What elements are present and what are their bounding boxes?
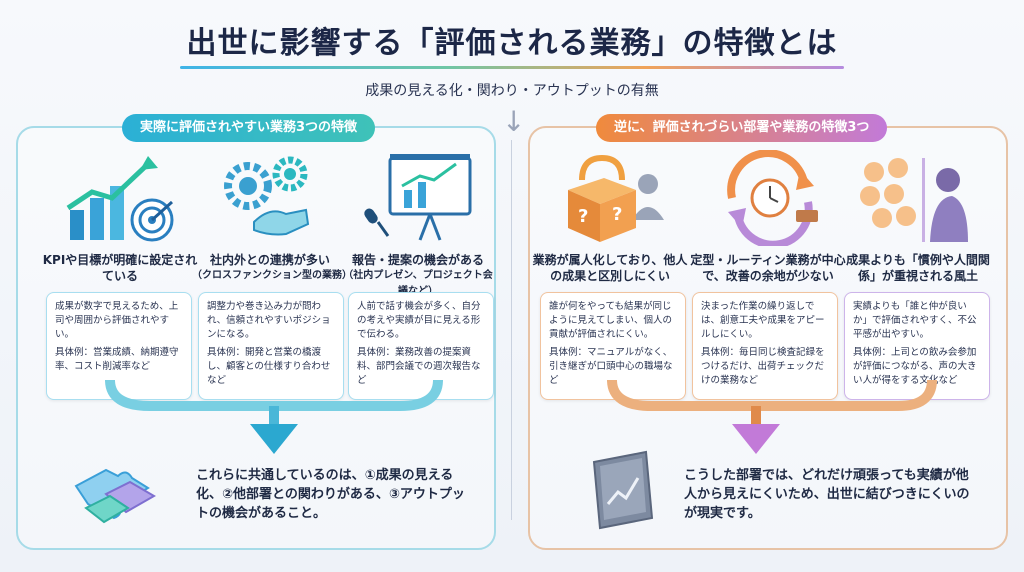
left-item-1-title: KPIや目標が明確に設定されている xyxy=(42,252,198,284)
right-card-3: 実績よりも「誰と仲が良いか」で評価されやすく、不公平感が出やすい。 具体例：上司… xyxy=(844,292,990,400)
left-item-3-title: 報告・提案の機会がある （社内プレゼン、プロジェクト会議など） xyxy=(340,252,496,300)
left-card-3: 人前で話す機会が多く、自分の考えや実績が目に見える形で伝わる。 具体例：業務改善… xyxy=(348,292,494,400)
left-item-2-title-text: 社内外との連携が多い xyxy=(210,253,330,267)
left-card-3-body: 人前で話す機会が多く、自分の考えや実績が目に見える形で伝わる。 xyxy=(357,301,481,340)
right-item-1-title: 業務が属人化しており、他人の成果と区別しにくい xyxy=(532,252,688,284)
kpi-growth-chart-icon xyxy=(60,150,180,246)
routine-cycle-icon xyxy=(712,149,832,249)
right-item-3-title: 成果よりも「慣例や人間関係」が重視される風土 xyxy=(840,252,996,284)
faces-and-thinker-icon xyxy=(852,150,972,246)
left-item-2-title: 社内外との連携が多い （クロスファンクション型の業務） xyxy=(192,252,352,284)
page-subtitle: 成果の見える化・関わり・アウトプットの有無 xyxy=(365,83,659,99)
left-item-2-subtitle: （クロスファンクション型の業務） xyxy=(192,270,352,281)
left-item-1-title-text: KPIや目標が明確に設定されている xyxy=(42,253,198,283)
right-item-1-title-text: 業務が属人化しており、他人の成果と区別しにくい xyxy=(532,253,688,283)
svg-text:?: ? xyxy=(612,204,622,225)
right-flow-arrow-icon xyxy=(607,380,937,454)
left-panel-header: 実際に評価されやすい業務3つの特徴 xyxy=(122,114,376,142)
center-divider xyxy=(511,140,512,520)
collaboration-gears-icon xyxy=(210,150,330,246)
right-item-2-title: 定型・ルーティン業務が中心で、改善の余地が少ない xyxy=(690,252,846,284)
presentation-board-icon xyxy=(360,150,480,246)
left-summary: これらに共通しているのは、①成果の見える化、②他部署との関わりがある、③アウトプ… xyxy=(196,468,465,521)
left-item-3-subtitle: （社内プレゼン、プロジェクト会議など） xyxy=(343,270,493,297)
left-flow-arrow-icon xyxy=(105,380,443,454)
left-item-3-title-text: 報告・提案の機会がある xyxy=(351,253,484,267)
left-card-1-body: 成果が数字で見えるため、上司や周囲から評価されやすい。 xyxy=(55,301,179,340)
left-card-1-example: 具体例：営業成績、納期遵守率、コスト削減率など xyxy=(55,347,179,372)
right-item-3-title-text: 成果よりも「慣例や人間関係」が重視される風土 xyxy=(846,253,990,283)
locked-box-icon: ? ? xyxy=(560,150,680,246)
left-card-2-example: 具体例：開発と営業の橋渡し、顧客との仕様すり合わせなど xyxy=(207,347,331,386)
right-card-3-body: 実績よりも「誰と仲が良いか」で評価されやすく、不公平感が出やすい。 xyxy=(853,301,977,340)
right-item-2-title-text: 定型・ルーティン業務が中心で、改善の余地が少ない xyxy=(690,253,846,283)
puzzle-icon xyxy=(66,450,166,530)
down-arrow-icon: ↓ xyxy=(502,105,526,138)
left-card-2: 調整力や巻き込み力が問われ、信頼されやすいポジションになる。 具体例：開発と営業… xyxy=(198,292,344,400)
right-summary: こうした部署では、どれだけ頑張っても実績が他人から見えにくいため、出世に結びつき… xyxy=(684,468,970,521)
right-panel-header: 逆に、評価されづらい部署や業務の特徴3つ xyxy=(596,114,888,142)
declining-chart-card-icon xyxy=(582,448,662,532)
left-card-2-body: 調整力や巻き込み力が問われ、信頼されやすいポジションになる。 xyxy=(207,301,331,340)
right-card-1-example: 具体例：マニュアルがなく、引き継ぎが口頭中心の職場など xyxy=(549,347,673,386)
title-underline xyxy=(180,66,844,69)
left-card-3-example: 具体例：業務改善の提案資料、部門会議での週次報告など xyxy=(357,347,481,386)
right-card-2: 決まった作業の繰り返しでは、創意工夫や成果をアピールしにくい。 具体例：毎日同じ… xyxy=(692,292,838,400)
svg-text:?: ? xyxy=(578,206,588,227)
right-card-2-body: 決まった作業の繰り返しでは、創意工夫や成果をアピールしにくい。 xyxy=(701,301,825,340)
right-card-3-example: 具体例：上司との飲み会参加が評価につながる、声の大きい人が得をする文化など xyxy=(853,347,977,386)
right-card-1-body: 誰が何をやっても結果が同じように見えてしまい、個人の貢献が評価されにくい。 xyxy=(549,301,673,340)
page-title: 出世に影響する「評価される業務」の特徴とは xyxy=(186,26,838,61)
right-card-2-example: 具体例：毎日同じ検査記録をつけるだけ、出荷チェックだけの業務など xyxy=(701,347,825,386)
